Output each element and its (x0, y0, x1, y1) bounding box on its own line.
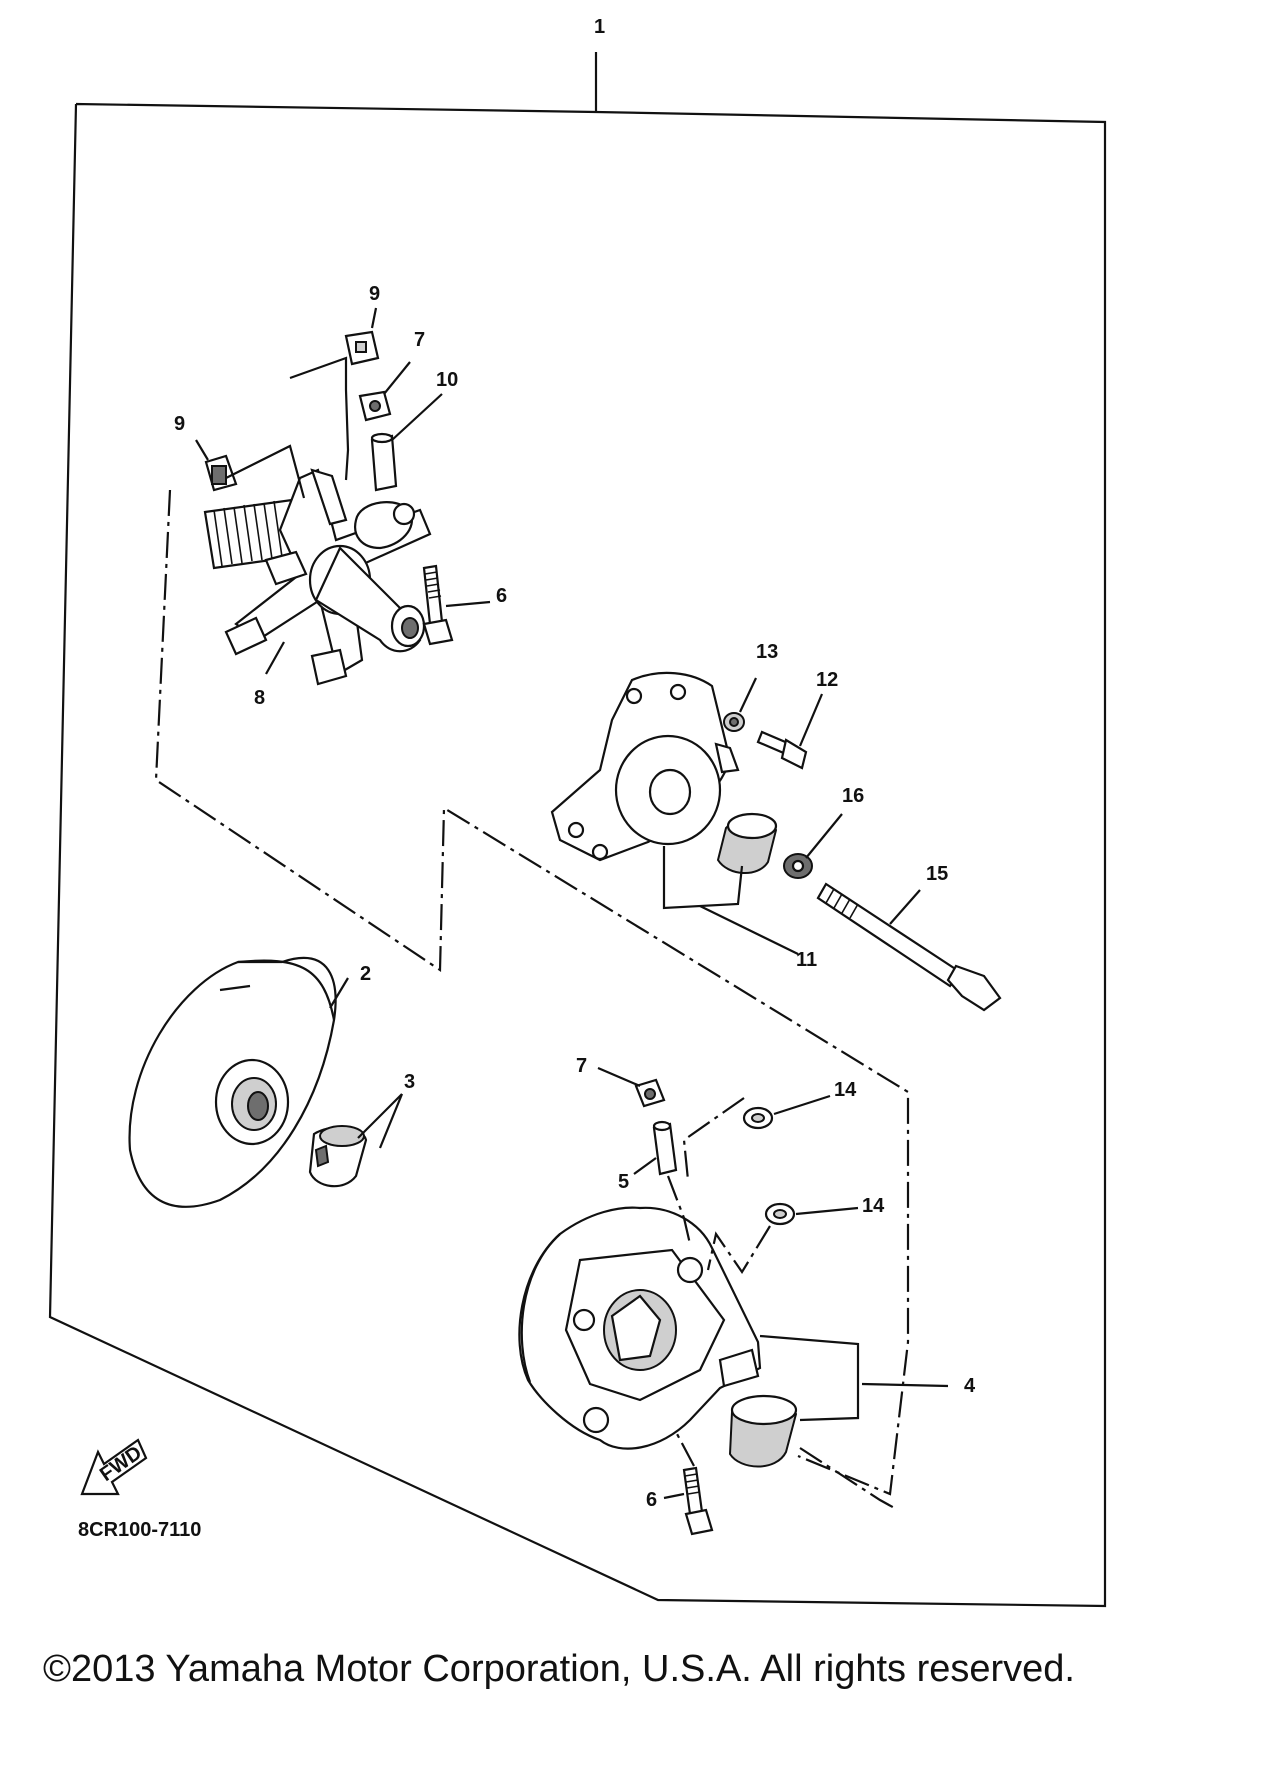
callout-3: 3 (404, 1071, 415, 1093)
guide-line-6-lower (675, 1431, 695, 1467)
leader-2 (329, 977, 349, 1009)
leader-7-upper (383, 361, 411, 395)
callout-6-lower: 6 (646, 1489, 657, 1511)
bolt-part-6-lower-head (684, 1508, 714, 1536)
callout-16: 16 (842, 785, 864, 807)
weight-part-9-upper-slot (355, 341, 367, 353)
callout-9-upper: 9 (369, 283, 380, 305)
leader-16 (805, 813, 843, 859)
washer-part-13-hole (729, 717, 739, 727)
bolt-part-6-upper (422, 564, 444, 626)
bushing-part-3 (308, 1125, 368, 1188)
callout-8: 8 (254, 687, 265, 709)
movable-sheave-part-4 (518, 1206, 762, 1450)
cap-assembly-11 (550, 671, 740, 862)
copyright-notice: ©2013 Yamaha Motor Corporation, U.S.A. A… (43, 1648, 1075, 1690)
callout-6-upper: 6 (496, 585, 507, 607)
callout-1: 1 (594, 16, 605, 38)
bolt-part-6-lower-thread (684, 1473, 701, 1495)
bolt-part-6-upper-head (422, 618, 454, 646)
leader-12 (798, 693, 824, 747)
callout-9-left: 9 (174, 413, 185, 435)
bracket-9-upper (289, 356, 350, 481)
leader-15 (889, 889, 921, 925)
leader-9-left (195, 439, 209, 461)
washer-part-16-hole (791, 859, 805, 873)
callout-7-lower: 7 (576, 1055, 587, 1077)
diagram-code: 8CR100-7110 (78, 1519, 201, 1541)
pin-part-10-end (370, 432, 394, 444)
leader-7-lower (597, 1066, 641, 1088)
bushing-part-4-face (730, 1394, 798, 1426)
leader-9-upper (370, 307, 378, 329)
nut-part-7-lower-hole (644, 1088, 656, 1100)
guide-line-left (154, 489, 910, 1496)
pin-part-10 (370, 434, 398, 492)
callout-11: 11 (796, 949, 817, 971)
bolt-part-15-thread (817, 883, 859, 919)
guide-line-4 (799, 1447, 899, 1511)
bolt-part-15-head (946, 964, 1002, 1012)
callout-7-upper: 7 (414, 329, 425, 351)
leader-11 (699, 905, 799, 955)
leader-5 (633, 1157, 657, 1175)
leader-14-lower (795, 1206, 859, 1216)
bolt-part-6-upper-thread (424, 571, 442, 599)
fwd-arrow-icon: FWD (80, 1438, 148, 1496)
leader-14-upper (773, 1094, 831, 1116)
callout-10: 10 (436, 369, 458, 391)
washer-part-14-lower-hole (773, 1209, 787, 1219)
leader-10 (391, 393, 443, 441)
leader-3b (378, 1093, 404, 1149)
pin-part-5-end (652, 1120, 672, 1132)
callout-4: 4 (964, 1375, 976, 1397)
nut-part-7-upper-hole (369, 400, 381, 412)
guide-line-5 (666, 1175, 692, 1245)
leader-13 (739, 677, 757, 713)
leader-4 (861, 1382, 949, 1388)
bracket-4 (759, 1334, 860, 1422)
bolt-part-12-head (780, 738, 808, 770)
guide-line-14-upper (682, 1097, 745, 1181)
callout-5: 5 (618, 1171, 629, 1193)
sheave-part-2 (128, 956, 337, 1208)
bushing-part-11-face (726, 812, 778, 840)
leader-8 (265, 641, 285, 675)
callout-13: 13 (756, 641, 778, 663)
leader-3a (357, 1093, 403, 1139)
weight-part-9-left-face (211, 465, 227, 485)
leader-6-lower (663, 1492, 685, 1500)
leader-6-upper (445, 600, 491, 608)
callout-12: 12 (816, 669, 838, 691)
bracket-9-left (225, 444, 306, 499)
callout-2: 2 (360, 963, 371, 985)
callout-14-lower: 14 (862, 1195, 885, 1217)
pin-part-5 (652, 1122, 678, 1176)
guide-line-14-lower (706, 1225, 771, 1275)
spider-assembly-8 (203, 468, 432, 686)
assembly-frame (48, 102, 1107, 1608)
callout-14-upper: 14 (834, 1079, 857, 1101)
callout-15: 15 (926, 863, 948, 885)
washer-part-14-upper-hole (751, 1113, 765, 1123)
